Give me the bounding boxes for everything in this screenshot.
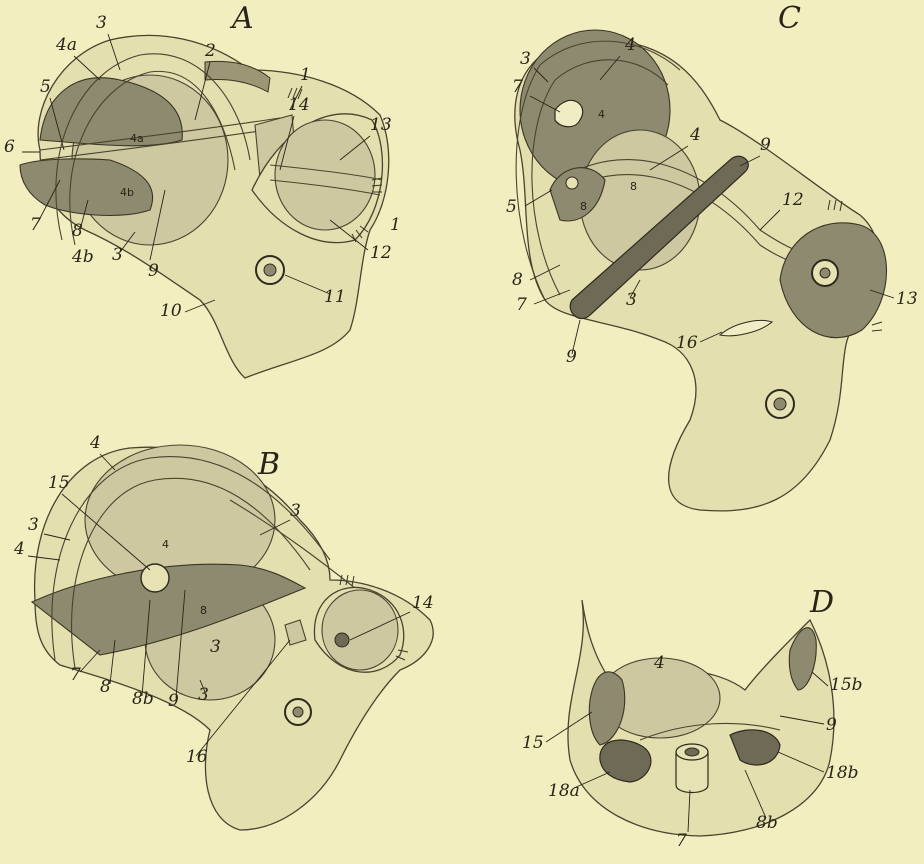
label: 3 <box>96 13 107 33</box>
label: 1 <box>390 215 401 235</box>
label: 7 <box>676 831 687 851</box>
panel-d-tube-7 <box>676 744 708 793</box>
label: 2 <box>204 41 216 61</box>
panel-a-letter: A <box>229 1 254 36</box>
label: 10 <box>160 301 182 321</box>
label: 15b <box>830 675 863 695</box>
label: 1 <box>300 65 311 85</box>
label: 4b <box>71 247 94 267</box>
label: 13 <box>370 115 392 135</box>
label: 3 <box>626 290 637 310</box>
panel-d-letter: D <box>809 585 834 620</box>
label: 18b <box>826 763 859 783</box>
label: 3 <box>28 515 39 535</box>
panel-b-letter: B <box>257 447 280 482</box>
label: 8 <box>512 270 523 290</box>
label: 12 <box>782 190 804 210</box>
label: 3 <box>210 637 221 657</box>
panel-b-rosette-15 <box>141 564 169 592</box>
label: 18a <box>548 781 580 801</box>
panel-a-eye <box>275 120 375 230</box>
panel-a-rosette <box>256 256 284 284</box>
label: 8b <box>132 689 154 709</box>
panel-c-eye-rosette <box>812 260 838 286</box>
label: 14 <box>288 95 310 115</box>
panel-d: D 4 15b 9 15 18b 18a 7 8b <box>522 585 863 851</box>
label: 4 <box>89 433 101 453</box>
label: 5 <box>506 197 517 217</box>
panel-b-eye <box>322 590 398 670</box>
label: 6 <box>4 137 15 157</box>
label: 15 <box>48 473 70 493</box>
label: 4 <box>653 653 665 673</box>
label: 8 <box>580 200 587 213</box>
label: 8b <box>756 813 778 833</box>
label: 8 <box>200 604 207 617</box>
label: 7 <box>512 77 523 97</box>
panel-c-rosette <box>766 390 794 418</box>
label: 9 <box>760 135 771 155</box>
panel-c: C 3 4 7 4 <box>506 1 918 511</box>
label: 9 <box>826 715 837 735</box>
label: 8 <box>100 677 111 697</box>
label: 9 <box>168 691 179 711</box>
label: 4 <box>689 125 701 145</box>
label: 7 <box>30 215 41 235</box>
label: 12 <box>370 243 392 263</box>
label: 4a <box>55 35 77 55</box>
panel-b-eye-pupil <box>335 633 349 647</box>
panel-b-rosette <box>285 699 311 725</box>
label: 4 <box>13 539 25 559</box>
label: 11 <box>324 287 346 307</box>
panel-b: B 4 15 3 3 4 4 8 14 <box>13 433 434 830</box>
label: 4 <box>624 35 636 55</box>
label: 3 <box>290 501 301 521</box>
label: 15 <box>522 733 544 753</box>
label: 4b <box>120 186 134 199</box>
label: 8 <box>630 180 637 193</box>
label: 3 <box>520 49 531 69</box>
label: 4a <box>130 132 144 145</box>
label: 16 <box>186 747 208 767</box>
label: 7 <box>516 295 527 315</box>
label: 5 <box>40 77 51 97</box>
label: 13 <box>896 289 918 309</box>
label: 7 <box>70 665 81 685</box>
label: 9 <box>566 347 577 367</box>
label: 9 <box>148 261 159 281</box>
panel-a: A 3 <box>4 1 401 378</box>
panel-c-letter: C <box>778 1 801 36</box>
label: 16 <box>676 333 698 353</box>
label: 4 <box>162 538 169 551</box>
label: 3 <box>112 245 123 265</box>
panel-c-cup-hole <box>566 177 578 189</box>
label: 4 <box>598 108 605 121</box>
label: 14 <box>412 593 434 613</box>
